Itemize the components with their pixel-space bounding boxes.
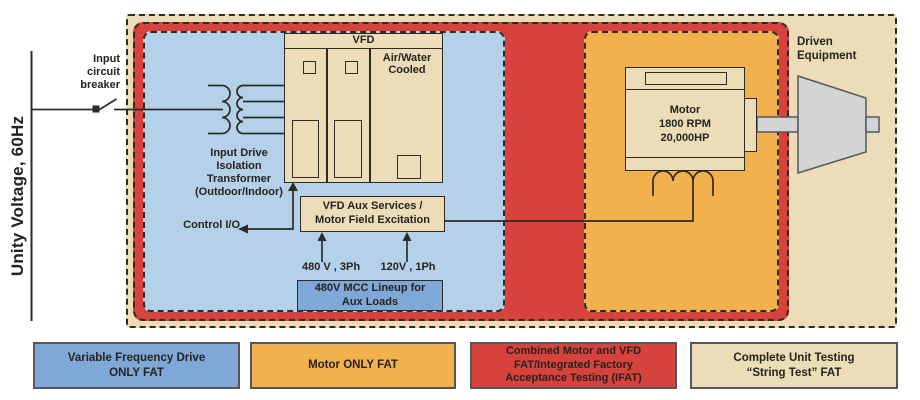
motor-body: Motor 1800 RPM 20,000HP [625,89,745,159]
motor-base [625,157,745,171]
legend-vfd-only-fat: Variable Frequency Drive ONLY FAT [33,342,240,389]
feed-120v-1ph-label: 120V , 1Ph [380,261,436,273]
vfd-title: VFD [285,34,442,49]
breaker-blade [99,98,117,111]
breaker-contact-square [92,105,100,113]
driven-equipment-label: Driven Equipment [797,36,857,62]
feed-480v-3ph-label: 480 V , 3Ph [301,261,361,273]
motor-shaft-bearing [744,98,757,152]
vfd-bay-divider [369,49,371,182]
vfd-cabinet: VFD Air/Water Cooled [284,33,443,183]
unity-voltage-axis-label: Unity Voltage, 60Hz [8,115,27,277]
vfd-panel-rect [292,120,319,178]
vfd-bay-divider [326,49,328,182]
legend-motor-only-fat: Motor ONLY FAT [250,342,456,389]
legend-string-test-fat: Complete Unit Testing “String Test” FAT [690,342,898,389]
isolation-transformer-label: Input Drive Isolation Transformer (Outdo… [195,147,283,198]
vfd-indicator-square [345,61,358,74]
vfd-panel-rect [334,120,362,178]
control-io-label: Control I/O [183,219,240,231]
mcc-lineup-box: 480V MCC Lineup for Aux Loads [297,280,443,311]
input-circuit-breaker-label: Input circuit breaker [80,53,120,91]
vfd-indicator-square [303,61,316,74]
vfd-panel-rect [397,155,421,179]
vfd-cooling-label: Air/Water Cooled [382,52,432,77]
motor-terminal-inner-rect [645,72,727,85]
legend-combined-ifat: Combined Motor and VFD FAT/Integrated Fa… [470,342,677,389]
vfd-aux-services-box: VFD Aux Services / Motor Field Excitatio… [300,196,445,232]
